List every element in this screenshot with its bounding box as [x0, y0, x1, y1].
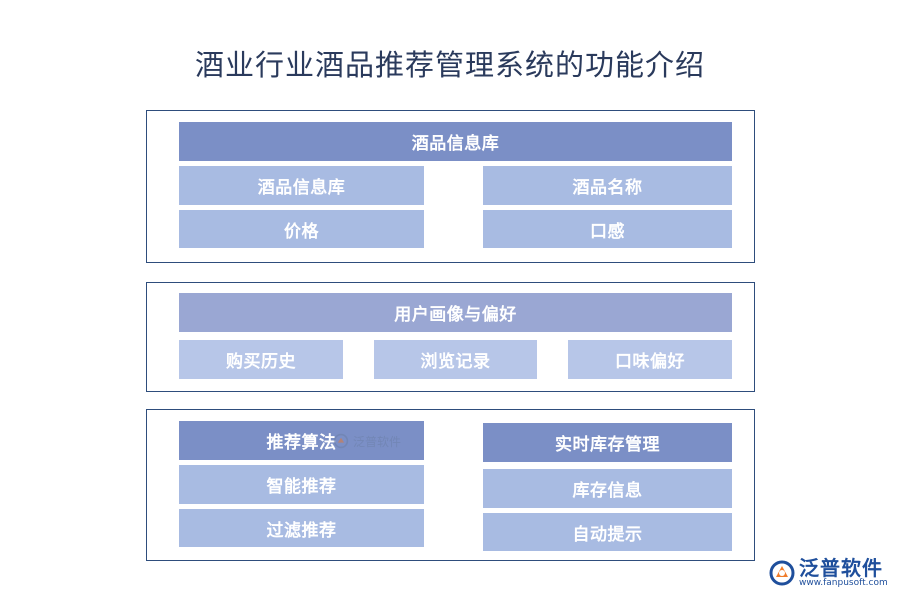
- cell-inventory-info: 库存信息: [483, 469, 732, 508]
- brand-url: www.fanpusoft.com: [799, 578, 888, 588]
- fanpu-logo-icon: [333, 433, 349, 449]
- header-wine-info: 酒品信息库: [179, 122, 732, 161]
- page-title: 酒业行业酒品推荐管理系统的功能介绍: [194, 48, 705, 82]
- cell-purchase-history: 购买历史: [179, 340, 343, 379]
- watermark: 泛普软件: [333, 428, 423, 454]
- header-inventory-management: 实时库存管理: [483, 423, 732, 462]
- cell-smart-recommend: 智能推荐: [179, 465, 424, 504]
- cell-taste: 口感: [483, 210, 732, 248]
- header-user-profile: 用户画像与偏好: [179, 293, 732, 332]
- header-recommend-algorithm: 推荐算法: [179, 421, 424, 460]
- cell-browse-history: 浏览记录: [374, 340, 537, 379]
- cell-wine-info: 酒品信息库: [179, 166, 424, 205]
- watermark-text: 泛普软件: [353, 434, 402, 449]
- fanpu-logo-icon: [769, 560, 795, 586]
- cell-filter-recommend: 过滤推荐: [179, 509, 424, 547]
- cell-taste-preference: 口味偏好: [568, 340, 732, 379]
- cell-auto-prompt: 自动提示: [483, 513, 732, 551]
- brand-logo: 泛普软件 www.fanpusoft.com: [768, 553, 893, 593]
- brand-name: 泛普软件: [799, 556, 883, 580]
- cell-wine-name: 酒品名称: [483, 166, 732, 205]
- cell-price: 价格: [179, 210, 424, 248]
